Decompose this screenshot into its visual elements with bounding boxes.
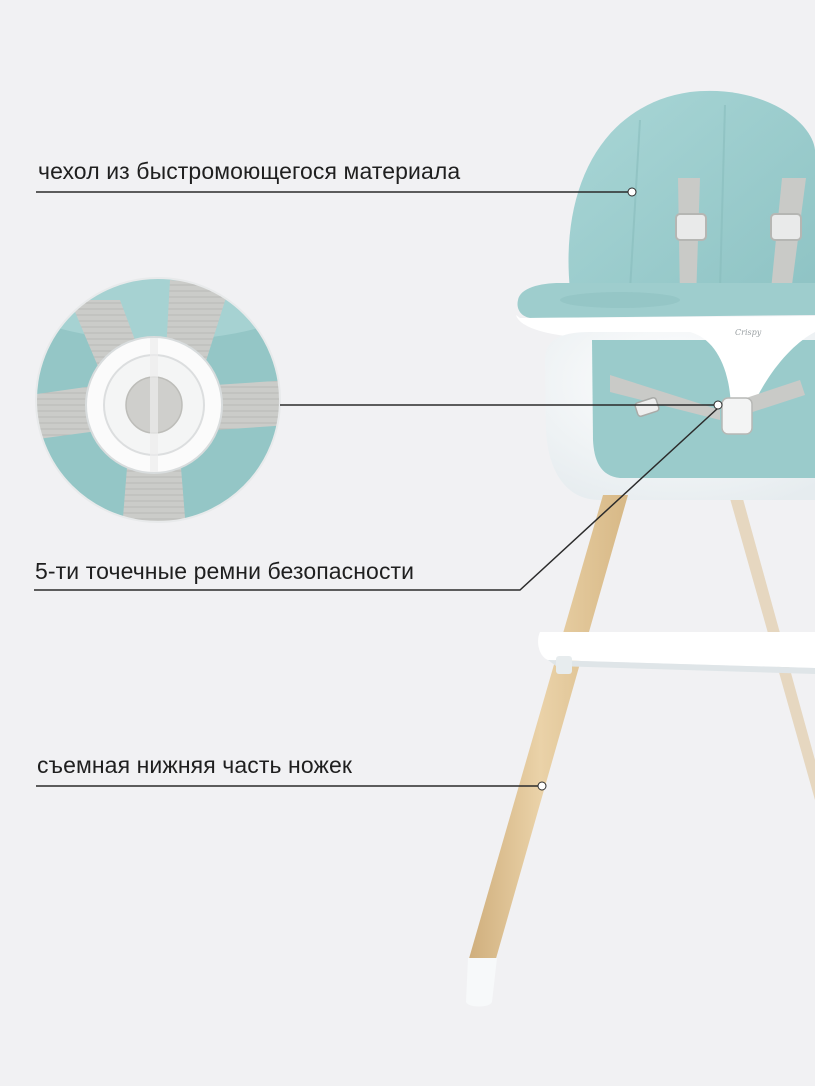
- callout-cover-material: чехол из быстромоющегося материала: [38, 158, 461, 184]
- shoulder-straps: [675, 178, 806, 300]
- footrest: [538, 632, 815, 674]
- leader-lines: [34, 191, 719, 787]
- callout-removable-legs: съемная нижняя часть ножек: [37, 752, 353, 778]
- brand-mark: Crispy: [735, 328, 762, 337]
- tray: [516, 283, 815, 338]
- high-chair: [466, 90, 815, 1007]
- marker-dot-cover: [627, 187, 637, 197]
- front-leg: [468, 495, 628, 962]
- callout-safety-harness: 5-ти точечные ремни безопасности: [35, 558, 415, 584]
- marker-dot-legs: [537, 781, 547, 791]
- leg-cap: [466, 958, 497, 1007]
- marker-dot-harness: [713, 400, 723, 410]
- leader-line-harness-lower: [34, 407, 719, 591]
